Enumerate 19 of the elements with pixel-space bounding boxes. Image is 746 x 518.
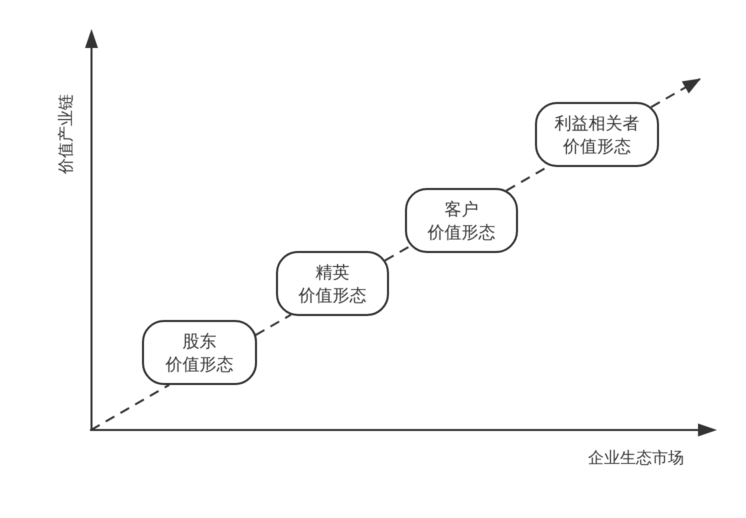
connector-line	[90, 384, 170, 431]
rounded-box	[405, 188, 518, 253]
rounded-box	[535, 102, 659, 167]
body-text: 价值形态	[298, 285, 366, 308]
heading-text: 客户	[444, 199, 478, 222]
heading-text: 精英	[316, 262, 350, 285]
connector-line	[255, 314, 292, 336]
connector-line	[384, 244, 412, 262]
heading-text: 利益相关者	[554, 113, 640, 136]
heading-text: 股东	[182, 331, 216, 354]
rounded-box	[142, 320, 257, 385]
body-text: 价值形态	[563, 136, 631, 159]
axis-label: 企业生态市场	[588, 448, 684, 468]
body-text: 价值形态	[428, 222, 496, 245]
body-text: 价值形态	[166, 354, 234, 377]
rounded-box	[276, 251, 389, 316]
arrow	[650, 78, 701, 108]
axis-label: 价值产业链	[56, 94, 76, 174]
y-axis	[84, 29, 98, 431]
